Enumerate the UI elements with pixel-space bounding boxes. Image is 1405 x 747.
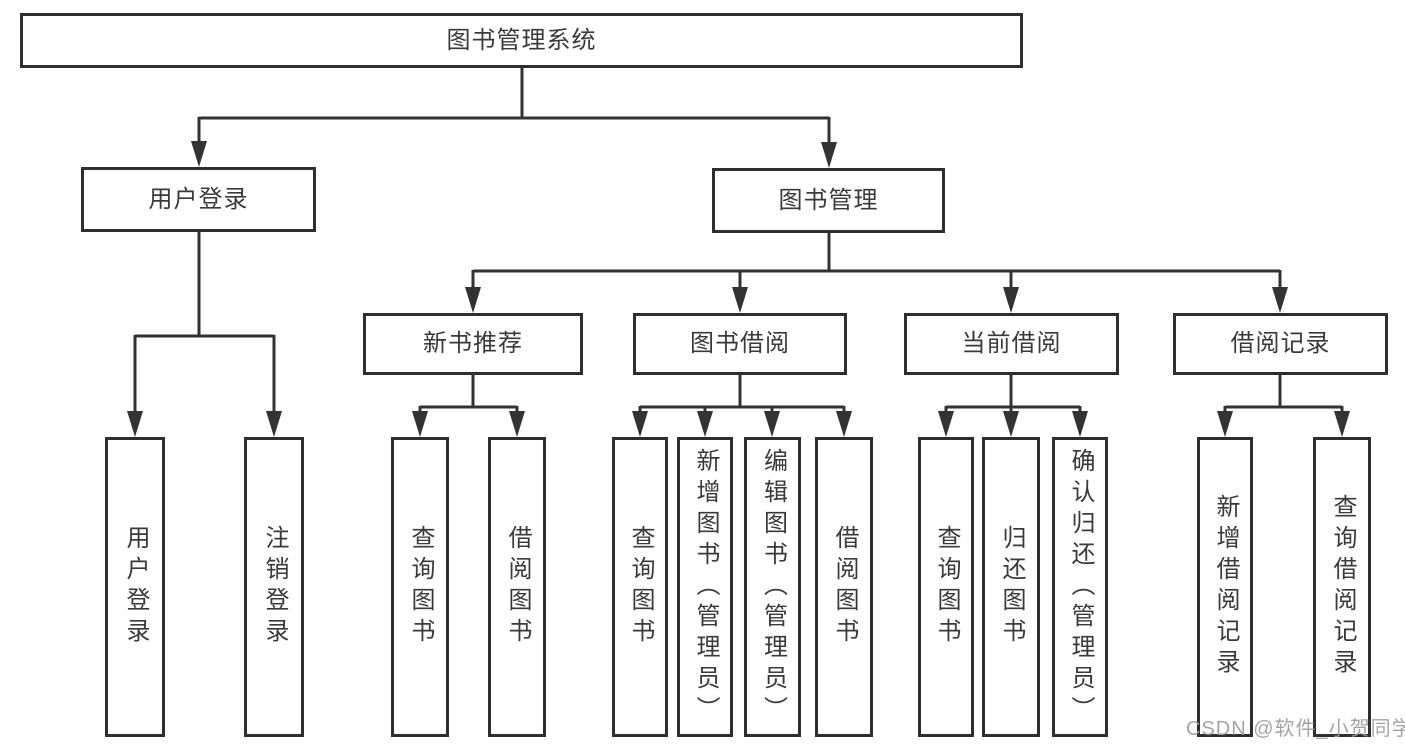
arrow-down-icon (465, 287, 481, 313)
arrow-down-icon (732, 287, 748, 313)
arrow-down-icon (1272, 287, 1288, 313)
leaf-add-borrow-record: 新增借阅记录 (1197, 437, 1253, 737)
arrowheads (127, 141, 1350, 437)
leaf-edit-book-admin: 编辑图书（管理员） (744, 437, 801, 737)
arrow-down-icon (1003, 411, 1019, 437)
leaf-user-login: 用户登录 (105, 437, 165, 737)
arrow-down-icon (836, 411, 852, 437)
node-book-borrowing: 图书借阅 (633, 313, 847, 375)
arrow-down-icon (266, 411, 282, 437)
leaf-borrow-book-1: 借阅图书 (488, 437, 546, 737)
arrow-down-icon (1003, 287, 1019, 313)
arrow-down-icon (821, 142, 837, 168)
arrow-down-icon (764, 411, 780, 437)
arrow-down-icon (127, 411, 143, 437)
arrow-down-icon (697, 411, 713, 437)
node-book-management: 图书管理 (712, 168, 945, 233)
arrow-down-icon (191, 141, 207, 167)
leaf-return-book: 归还图书 (982, 437, 1040, 737)
node-user-login: 用户登录 (81, 167, 316, 232)
leaf-query-book-3: 查询图书 (918, 437, 974, 737)
node-library-management-system: 图书管理系统 (20, 13, 1023, 68)
leaf-borrow-book-2: 借阅图书 (815, 437, 873, 737)
arrow-down-icon (938, 411, 954, 437)
leaf-logout: 注销登录 (244, 437, 304, 737)
node-new-book-recommendation: 新书推荐 (363, 313, 583, 375)
leaf-add-book-admin: 新增图书（管理员） (677, 437, 733, 737)
arrow-down-icon (1217, 411, 1233, 437)
node-borrowing-records: 借阅记录 (1173, 313, 1388, 375)
csdn-watermark: CSDN @软件_小贺同学 (1186, 718, 1405, 740)
leaf-query-book-1: 查询图书 (391, 437, 449, 737)
leaf-query-book-2: 查询图书 (612, 437, 668, 737)
arrow-down-icon (632, 411, 648, 437)
leaf-confirm-return-admin: 确认归还（管理员） (1052, 437, 1108, 737)
node-current-borrowing: 当前借阅 (904, 313, 1119, 375)
arrow-down-icon (1334, 411, 1350, 437)
arrow-down-icon (412, 411, 428, 437)
arrow-down-icon (509, 411, 525, 437)
leaf-query-borrow-record: 查询借阅记录 (1313, 437, 1371, 737)
arrow-down-icon (1072, 411, 1088, 437)
